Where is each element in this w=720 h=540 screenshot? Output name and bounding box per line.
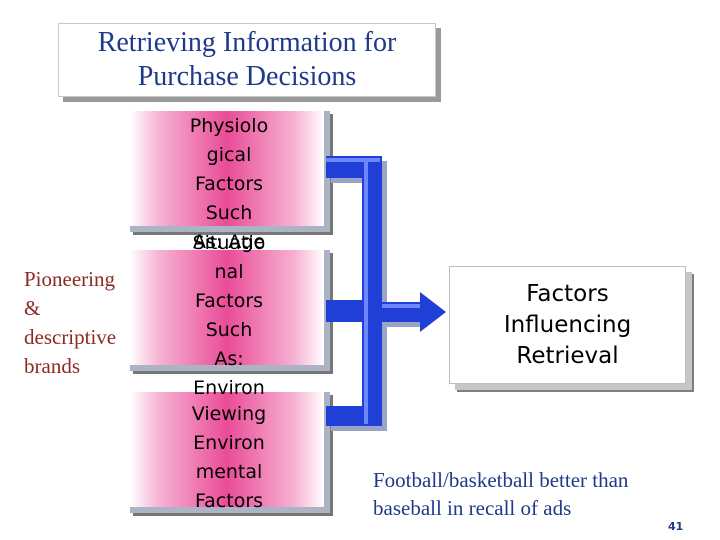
factors-influencing-retrieval-box: Factors Influencing Retrieval <box>449 266 686 384</box>
box-text-line: Physiolo <box>189 115 269 137</box>
box-text-line: Such <box>205 202 253 224</box>
box-text-line: Factors <box>194 290 264 312</box>
bracket-arrow-connector <box>326 156 446 431</box>
box-text-line: As: <box>214 348 244 370</box>
bracket-bottom-arm <box>326 406 382 426</box>
note-line-2: baseball in recall of ads <box>373 496 572 520</box>
viewing-environment-text: Viewing Environ mental Factors <box>174 400 284 516</box>
factors-box-line-1: Factors <box>526 280 609 307</box>
left-label-line-4: brands <box>24 354 80 378</box>
box-text-line: Factors <box>194 490 264 512</box>
page-number: 41 <box>668 520 684 533</box>
box-text-line: gical <box>206 144 252 166</box>
box-text-line: Environ <box>193 377 265 399</box>
box-text-line: nal <box>214 261 244 283</box>
box-text-line: mental <box>195 461 263 483</box>
left-label-line-1: Pioneering <box>24 267 115 291</box>
viewing-environment-box <box>130 392 330 513</box>
factors-box-line-3: Retrieval <box>516 342 619 369</box>
box-text-line: Situatio <box>192 232 266 254</box>
situational-factors-text: Situatio nal Factors Such As: Environ <box>174 229 284 403</box>
box-text-line: Viewing <box>191 403 267 425</box>
factors-box-line-2: Influencing <box>503 311 632 338</box>
title-line-1: Retrieving Information for <box>97 27 397 58</box>
situational-factors-box <box>130 250 330 371</box>
arrow-head-icon <box>420 292 446 332</box>
bracket-middle-arm <box>326 300 362 322</box>
box-text-line: Environ <box>193 432 265 454</box>
box-text-line: As: Age <box>192 231 266 253</box>
box-text-line: Factors <box>194 173 264 195</box>
title-line-2: Purchase Decisions <box>137 61 357 92</box>
left-label: Pioneering & descriptive brands <box>24 265 136 381</box>
physiological-factors-text: Physiolo gical Factors Such As: Age <box>174 112 284 257</box>
left-label-line-3: descriptive <box>24 325 117 349</box>
box-text-line: Such <box>205 319 253 341</box>
note-line-1: Football/basketball better than <box>373 468 629 492</box>
left-label-line-2: & <box>24 296 41 320</box>
title-box: Retrieving Information for Purchase Deci… <box>58 23 436 97</box>
recall-note: Football/basketball better than baseball… <box>373 466 703 522</box>
